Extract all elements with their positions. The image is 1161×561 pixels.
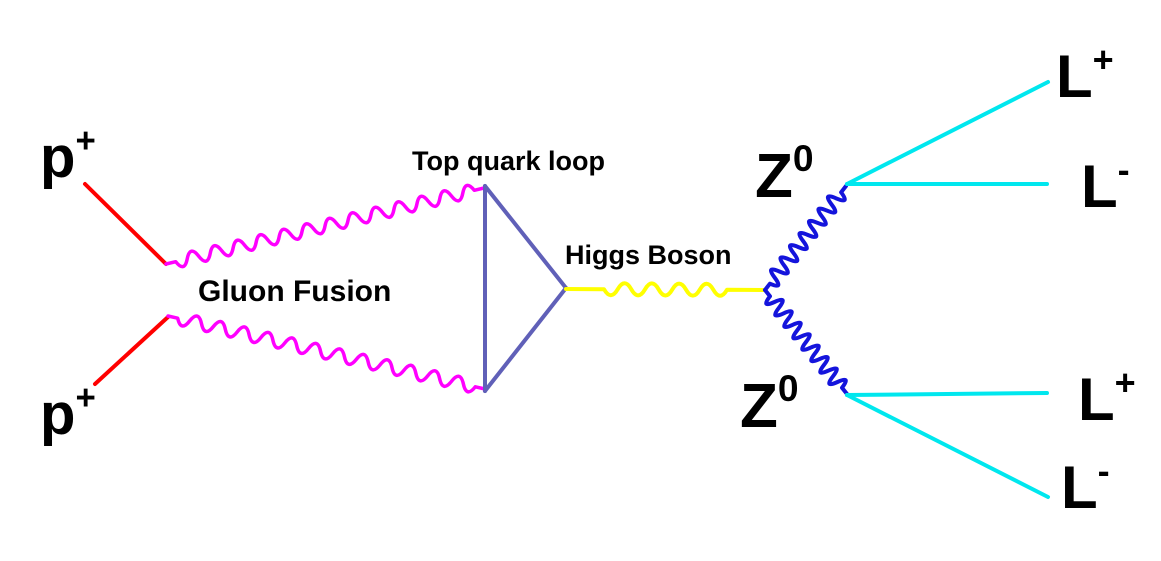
lepton-line-bottom-minus <box>845 393 1050 499</box>
top-quark-loop-upper <box>483 184 568 290</box>
label-higgs-boson: Higgs Boson <box>565 240 732 270</box>
z-boson-line-bottom <box>763 288 849 396</box>
proton-line-top <box>83 182 168 266</box>
label-top-quark-loop: Top quark loop <box>412 146 605 176</box>
lepton-line-top-plus <box>845 80 1050 186</box>
label-proton-bottom: p+ <box>40 379 96 447</box>
proton-line-bottom <box>93 315 170 386</box>
lepton-line-bottom-plus <box>845 391 1049 397</box>
label-z-boson-bottom: Z0 <box>740 367 799 441</box>
label-lepton-top-minus: L- <box>1081 149 1130 220</box>
gluon-line-bottom <box>166 314 487 394</box>
z-boson-line-top <box>763 184 848 292</box>
label-lepton-bottom-minus: L- <box>1061 450 1110 521</box>
label-proton-top: p+ <box>40 122 96 190</box>
label-z-boson-top: Z0 <box>755 137 814 211</box>
gluon-line-top <box>164 183 486 269</box>
label-lepton-bottom-plus: L+ <box>1078 362 1136 433</box>
higgs-boson-line <box>564 281 767 298</box>
label-gluon-fusion: Gluon Fusion <box>198 275 391 308</box>
label-lepton-top-plus: L+ <box>1056 39 1114 110</box>
top-quark-loop-lower <box>483 286 568 393</box>
